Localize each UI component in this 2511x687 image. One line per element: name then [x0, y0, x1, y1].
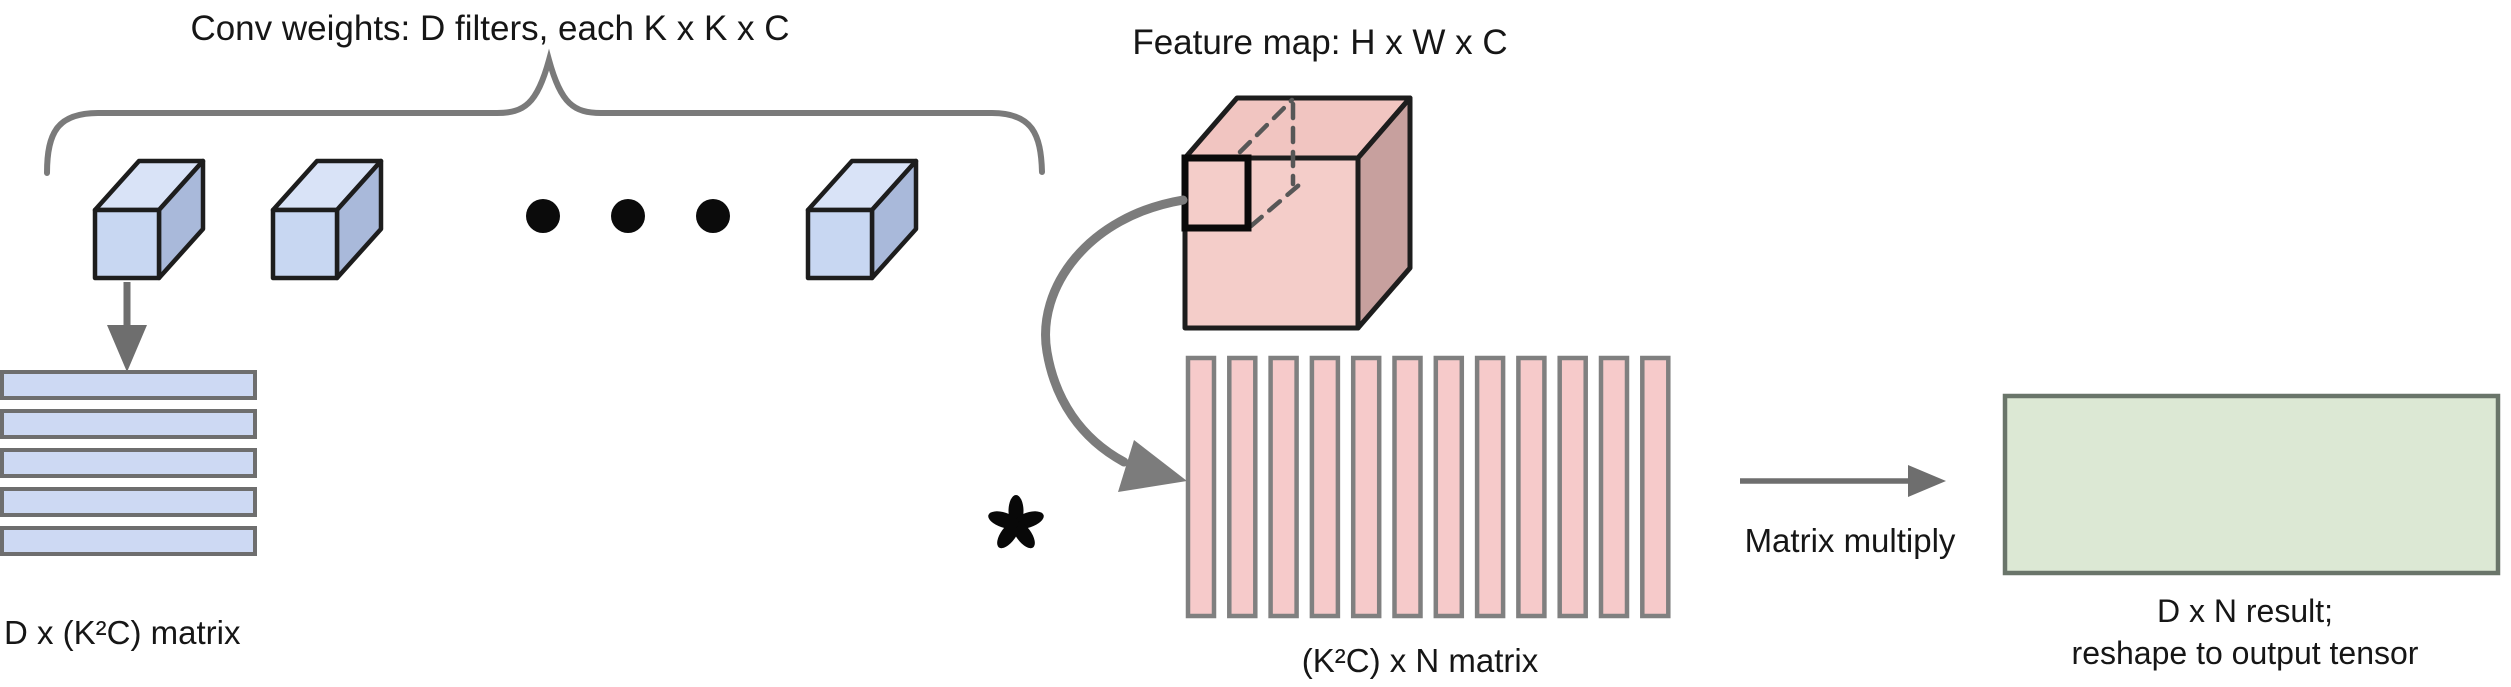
filter-box-front-face: [270, 207, 340, 281]
weights-matrix-row: [0, 487, 257, 517]
patch-matrix-column: [1516, 355, 1547, 619]
patch-matrix-columns: [1185, 355, 1671, 619]
im2col-curved-arrow: [1041, 195, 1188, 492]
patch-matrix-column: [1474, 355, 1506, 619]
arrow-head: [107, 325, 147, 372]
curved-arrow-shaft: [1041, 195, 1188, 467]
receptive-field-patch: [1181, 154, 1252, 232]
patch-matrix-column: [1392, 355, 1423, 619]
filter-box-1: [92, 158, 206, 281]
weights-matrix-row: [0, 526, 257, 556]
conv-weights-title: Conv weights: D filters, each K x K x C: [190, 9, 789, 48]
weights-matrix-row: [0, 448, 257, 478]
weights-matrix-row: [0, 409, 257, 439]
curved-arrow-head: [1118, 440, 1187, 492]
patch-depth-dashed-edge: [1248, 182, 1302, 229]
asterisk-petal: [988, 511, 1020, 529]
filter-box-front-face: [92, 207, 162, 281]
patch-matrix-column: [1433, 355, 1465, 619]
patch-depth-dashed-edge: [1237, 97, 1295, 155]
ellipsis-dot: [526, 199, 560, 233]
patch-matrix-label: (K²C) x N matrix: [1302, 642, 1539, 679]
patch-matrix-column: [1185, 355, 1217, 619]
patch-matrix-column: [1227, 355, 1258, 619]
patch-matrix-column: [1268, 355, 1299, 619]
ellipsis-dot: [696, 199, 730, 233]
filter-to-matrix-arrow: [107, 282, 147, 372]
ellipsis-dots: [526, 199, 730, 233]
patch-matrix-column: [1557, 355, 1588, 619]
convolution-asterisk: [988, 495, 1044, 549]
matrix-multiply-arrow: [1740, 465, 1946, 497]
weights-matrix-rows: [0, 370, 257, 556]
filter-box-last: [805, 158, 919, 281]
filters-brace: [44, 48, 1045, 176]
matrix-multiply-label: Matrix multiply: [1745, 522, 1956, 559]
feature-map-title: Feature map: H x W x C: [1132, 23, 1507, 62]
patch-matrix-column: [1640, 355, 1671, 619]
arrow-head: [1908, 465, 1946, 497]
weights-matrix-row: [0, 370, 257, 400]
ellipsis-dot: [611, 199, 645, 233]
patch-matrix-column: [1309, 355, 1341, 619]
patch-matrix-column: [1350, 355, 1382, 619]
result-label-line1: D x N result;: [2157, 593, 2333, 629]
patch-matrix-column: [1598, 355, 1630, 619]
filter-box-front-face: [805, 207, 875, 281]
feature-map-cube: [1181, 95, 1413, 331]
weights-matrix-label: D x (K²C) matrix: [4, 614, 241, 651]
result-matrix-box: [2002, 393, 2501, 576]
filter-box-2: [270, 158, 384, 281]
result-label-line2: reshape to output tensor: [2072, 635, 2419, 671]
